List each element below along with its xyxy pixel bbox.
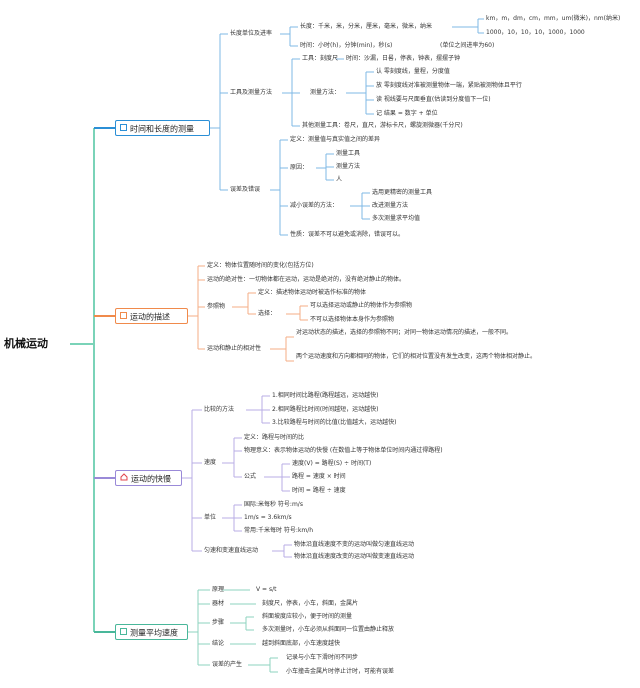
node-error-source: 误差的产生	[212, 661, 243, 668]
node-unit-3: 常用:千米每时 符号:km/h	[244, 527, 314, 534]
node-reference-def: 定义：描述物体运动时被选作标准的物体	[258, 289, 367, 296]
node-method-3: 读 视线要与尺面垂直(估读到分度值下一位)	[376, 96, 491, 103]
node-time-units: 时间：小时(h)，分钟(min)，秒(s)	[300, 42, 393, 49]
topic-motion-speed[interactable]: 运动的快慢	[115, 470, 182, 486]
node-formula-1: 速度(V) = 路程(S) ÷ 时间(T)	[292, 460, 372, 467]
node-reduce: 减小误差的方法：	[290, 202, 339, 209]
node-step-1: 斜面坡度应较小，便于时间的测量	[262, 613, 353, 620]
node-error-source-2: 小车撞击金属片时停止计时，可能有误差	[286, 668, 395, 675]
node-uniform-2: 物体沿直线速度改变的运动叫做变速直线运动	[294, 553, 415, 560]
topic-label: 运动的描述	[130, 312, 170, 322]
node-formula-2: 路程 = 速度 × 时间	[292, 473, 346, 480]
node-method-1: 认 零刻度线，量程，分度值	[376, 68, 450, 75]
topic-time-length[interactable]: 时间和长度的测量	[115, 120, 210, 136]
node-error-nature: 性质：误差不可以避免或消除，错误可以。	[290, 231, 405, 238]
node-formula: 公式	[244, 473, 257, 480]
node-reference: 参照物	[207, 303, 226, 310]
node-reduce-3: 多次测量求平均值	[372, 215, 421, 222]
node-motion-def: 定义：物体位置随时间的变化(包括方位)	[207, 262, 314, 269]
node-compare-1: 1.相同时间比路程(路程越远，运动越快)	[272, 392, 379, 399]
topic-average-speed[interactable]: 测量平均速度	[115, 624, 188, 640]
root-node: 机械运动	[4, 337, 48, 350]
topic-motion-description[interactable]: 运动的描述	[115, 308, 188, 324]
node-compare: 比较的方法	[204, 406, 235, 413]
node-tools-methods: 工具及测量方法	[230, 89, 273, 96]
bookmark-icon	[120, 309, 127, 325]
node-speed-meaning: 物理意义：表示物体运动的快慢 (在数值上等于物体单位时间内通过得路程)	[244, 447, 443, 454]
node-unit-2: 1m/s = 3.6km/s	[244, 514, 292, 521]
bookmark-icon	[120, 625, 127, 641]
node-equipment: 器材	[212, 600, 225, 607]
node-cause-2: 测量方法	[336, 163, 361, 170]
node-principle: 原理	[212, 586, 225, 593]
topic-label: 测量平均速度	[130, 628, 178, 638]
node-error-source-1: 记录与小车下滑时间不同步	[286, 654, 359, 661]
node-formula-3: 时间 = 路程 ÷ 速度	[292, 487, 346, 494]
node-reduce-2: 改进测量方法	[372, 202, 409, 209]
node-length-symbols: km，m，dm，cm，mm，um(微米)，nm(纳米)	[486, 15, 621, 22]
node-time-tool: 时间：沙漏，日晷，停表，钟表，摆摆子钟	[346, 55, 461, 62]
node-speed: 速度	[204, 459, 217, 466]
node-uniform-1: 物体沿直线速度不变的运动叫做匀速直线运动	[294, 541, 415, 548]
node-error-def: 定义：测量值与真实值之间的差异	[290, 136, 381, 143]
node-relativity-2: 两个运动速度和方向都相同的物体，它们的相对位置没有发生改变，这两个物体相对静止。	[296, 353, 537, 360]
node-cause-3: 人	[336, 176, 343, 183]
node-cause-1: 测量工具	[336, 150, 361, 157]
node-conclusion-value: 越到斜面底部，小车速度越快	[262, 640, 341, 647]
node-unit-1: 国际:米每秒 符号:m/s	[244, 501, 303, 508]
node-compare-2: 2.相同路程比时间(时间越短，运动越快)	[272, 406, 379, 413]
node-tool: 工具：刻度尺	[302, 55, 339, 62]
node-method-4: 记 结果 = 数字 + 单位	[376, 110, 438, 117]
node-choose-2: 不可以选择物体本身作为参照物	[310, 316, 395, 323]
home-icon	[120, 471, 128, 487]
node-conclusion: 结论	[212, 640, 225, 647]
node-error: 误差及错误	[230, 186, 261, 193]
node-method-2: 放 零刻度线对准被测量物体一端，紧贴被测物体且平行	[376, 82, 522, 89]
node-compare-3: 3.比较路程与时间的比值(比值越大，运动越快)	[272, 419, 397, 426]
node-length-list: 长度：千米，米，分米，厘米，毫米，微米，纳米	[300, 23, 433, 30]
node-length-units: 长度单位及进率	[230, 30, 273, 37]
node-time-note: (单位之间进率为60)	[440, 42, 495, 49]
node-other-tools: 其他测量工具：卷尺，直尺，游标卡尺，螺旋测微器(千分尺)	[302, 122, 463, 129]
node-step-2: 多次测量时，小车必须从斜面同一位置由静止释放	[262, 626, 395, 633]
node-length-ratios: 1000，10，10，10，1000，1000	[486, 29, 585, 36]
node-choose: 选择：	[258, 310, 277, 317]
node-equipment-value: 刻度尺，停表，小车，斜面，金属片	[262, 600, 359, 607]
node-reduce-1: 选用更精密的测量工具	[372, 189, 433, 196]
node-motion-absolute: 运动的绝对性：一切物体都在运动，运动是绝对的，没有绝对静止的物体。	[207, 276, 406, 283]
node-relativity-1: 对运动状态的描述，选择的参照物不同；对同一物体运动情况的描述，一般不同。	[296, 329, 513, 336]
topic-label: 时间和长度的测量	[130, 124, 194, 134]
node-uniform: 匀速和变速直线运动	[204, 547, 259, 554]
node-steps: 步骤	[212, 619, 225, 626]
node-relativity: 运动和静止的相对性	[207, 345, 262, 352]
bookmark-icon	[120, 121, 127, 137]
node-choose-1: 可以选择运动或静止的物体作为参照物	[310, 302, 413, 309]
node-method: 测量方法：	[310, 89, 341, 96]
node-principle-value: V = s/t	[256, 586, 277, 593]
node-unit: 单位	[204, 514, 217, 521]
node-speed-def: 定义：路程与时间的比	[244, 434, 305, 441]
topic-label: 运动的快慢	[131, 474, 171, 484]
node-error-cause: 原因：	[290, 164, 309, 171]
